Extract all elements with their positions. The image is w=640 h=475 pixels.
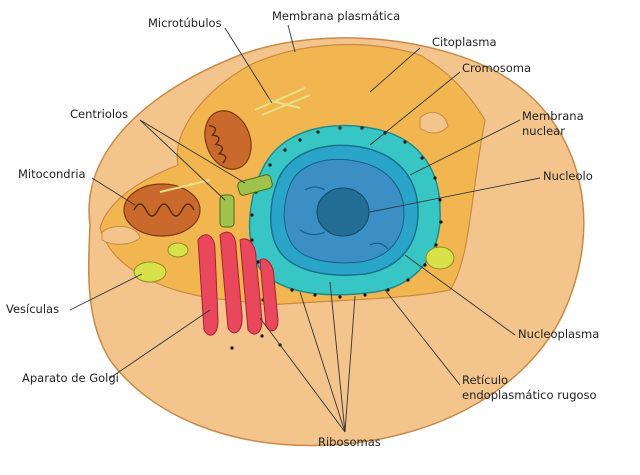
label-reticulo-2: endoplasmático rugoso [462, 388, 597, 402]
label-nucleoplasma: Nucleoplasma [518, 327, 599, 341]
label-vesiculas: Vesículas [6, 302, 59, 316]
label-centriolos: Centriolos [70, 107, 128, 121]
label-microtubulos: Microtúbulos [148, 16, 222, 30]
label-nucleolo: Nucleolo [543, 169, 593, 183]
mitochondrion-lower [123, 183, 201, 237]
centrioles [219, 174, 273, 228]
label-cromosoma: Cromosoma [462, 61, 531, 75]
vesicle-1 [133, 261, 167, 283]
label-membrana-nuclear-2: nuclear [522, 124, 565, 138]
golgi-apparatus [197, 231, 279, 336]
label-membrana-nuclear-1: Membrana [522, 109, 584, 123]
vesicle-2 [167, 242, 189, 258]
label-aparato-golgi: Aparato de Golgi [22, 371, 119, 385]
mitochondrion-upper [204, 110, 252, 170]
vesicle-3 [425, 246, 455, 270]
label-citoplasma: Citoplasma [432, 35, 497, 49]
label-membrana-plasmatica: Membrana plasmática [272, 9, 400, 23]
microtubules [159, 87, 311, 193]
nucleolus [316, 187, 370, 237]
label-ribosomas: Ribosomas [318, 435, 381, 449]
label-mitocondria: Mitocondria [18, 167, 86, 181]
label-reticulo-1: Retículo [462, 373, 508, 387]
